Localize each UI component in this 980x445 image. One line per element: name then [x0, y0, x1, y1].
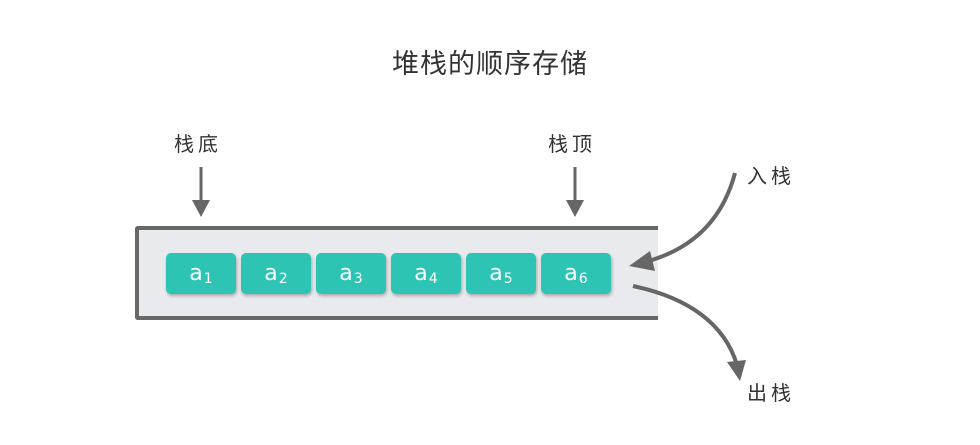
element-index: 1: [203, 271, 213, 287]
element-base: a: [414, 261, 428, 286]
diagram-title: 堆栈的顺序存储: [392, 49, 588, 80]
element-base: a: [189, 261, 203, 286]
element-index: 6: [578, 271, 588, 287]
stack-element: a6: [541, 253, 611, 294]
element-base: a: [264, 261, 278, 286]
element-index: 5: [503, 271, 513, 287]
stack-element: a1: [166, 253, 236, 294]
pop-arrow-icon: [632, 284, 746, 381]
element-base: a: [339, 261, 353, 286]
push-arrow-icon: [629, 172, 737, 271]
stack-element: a3: [316, 253, 386, 294]
element-index: 4: [428, 271, 438, 287]
element-index: 3: [353, 271, 363, 287]
stack-element: a4: [391, 253, 461, 294]
element-index: 2: [278, 271, 288, 287]
pop-label: 出栈: [747, 381, 795, 405]
stack-element: a5: [466, 253, 536, 294]
stack-top-label: 栈顶: [548, 132, 596, 156]
push-label: 入栈: [747, 164, 795, 188]
stack-element: a2: [241, 253, 311, 294]
stack-top-arrow-icon: [566, 167, 584, 217]
element-base: a: [564, 261, 578, 286]
stack-bottom-arrow-icon: [192, 167, 210, 217]
element-base: a: [489, 261, 503, 286]
stack-bottom-label: 栈底: [174, 132, 222, 156]
